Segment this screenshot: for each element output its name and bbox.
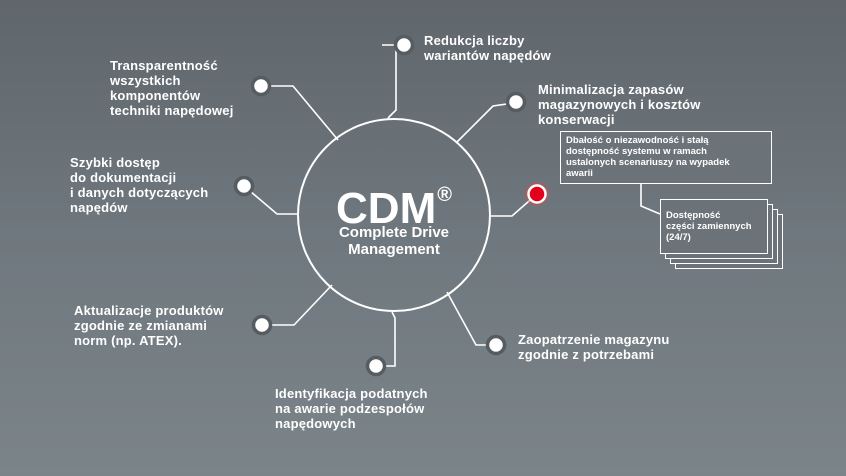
connector-spare-parts	[640, 183, 661, 215]
center-ring	[297, 118, 491, 312]
label-access: Szybki dostęp do dokumentacji i danych d…	[70, 155, 209, 215]
node-reliability[interactable]	[527, 184, 547, 204]
node-updates[interactable]	[251, 314, 273, 336]
node-transparency[interactable]	[250, 75, 272, 97]
connector-reliability	[490, 193, 538, 217]
node-identification[interactable]	[365, 355, 387, 377]
label-reduction: Redukcja liczby wariantów napędów	[424, 33, 551, 63]
node-supply[interactable]	[485, 334, 507, 356]
center-subtitle: Complete Drive Management	[338, 224, 450, 258]
connector-updates	[262, 284, 333, 326]
registered-mark: ®	[437, 184, 452, 206]
node-reduction[interactable]	[393, 34, 415, 56]
label-identification: Identyfikacja podatnych na awarie podzes…	[275, 386, 428, 431]
label-supply: Zaopatrzenie magazynu zgodnie z potrzeba…	[518, 332, 670, 362]
node-access[interactable]	[233, 175, 255, 197]
center-title: CDM®	[300, 170, 488, 234]
connector-reduction	[382, 44, 397, 119]
node-minimization[interactable]	[505, 91, 527, 113]
label-updates: Aktualizacje produktów zgodnie ze zmiana…	[74, 303, 224, 348]
reliability-callout: Dbałość o niezawodność i stałą dostępnoś…	[560, 131, 772, 184]
nodes	[233, 34, 549, 377]
connector-supply	[446, 291, 496, 346]
connector-minimization	[455, 102, 515, 144]
label-transparency: Transparentność wszystkich komponentów t…	[110, 58, 234, 118]
connector-transparency	[261, 85, 339, 141]
label-minimization: Minimalizacja zapasów magazynowych i kos…	[538, 82, 701, 127]
center-title-text: CDM	[336, 184, 437, 233]
connector-access	[243, 185, 298, 215]
spare-parts-callout: Dostępność części zamiennych (24/7)	[660, 199, 768, 254]
